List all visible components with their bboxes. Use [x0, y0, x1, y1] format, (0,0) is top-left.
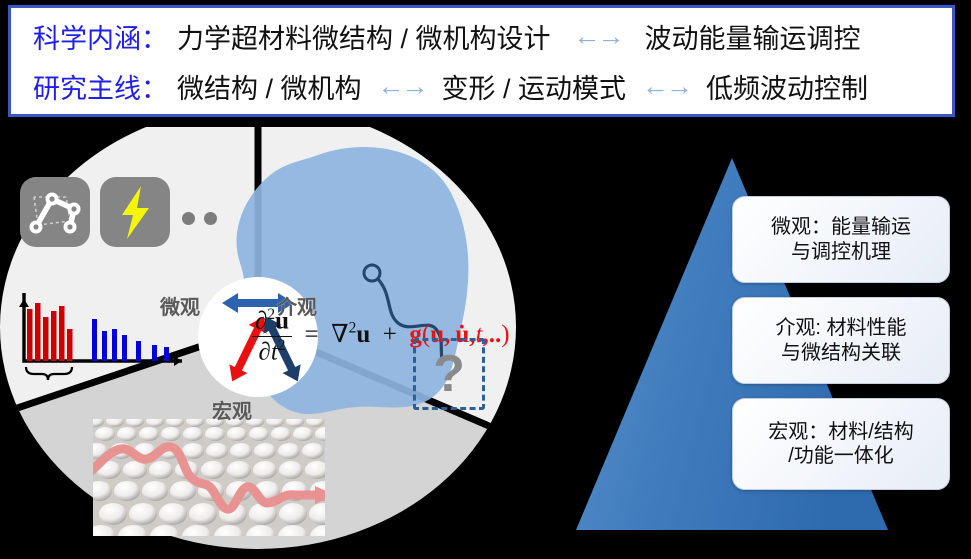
- header-row2-text-a: 微结构 / 微机构: [177, 73, 362, 104]
- header-row1-text-b: 波动能量输运调控: [644, 23, 861, 54]
- equation-laplacian: ∇2u: [331, 319, 371, 348]
- pyramid-level-micro[interactable]: 微观：能量输运 与调控机理: [732, 196, 950, 283]
- pyramid-level-meso[interactable]: 介观: 材料性能 与微结构关联: [732, 297, 950, 384]
- equation-forcing-term: g(u, u̇,t,..): [409, 320, 510, 348]
- pyramid-level-micro-sub: 与调控机理: [791, 240, 891, 263]
- two-dots-icon: [182, 212, 226, 226]
- arrow-meso-macro: [263, 316, 301, 382]
- research-pyramid: 微观：能量输运 与调控机理 介观: 材料性能 与微结构关联 宏观：材料/结构 /…: [558, 130, 971, 559]
- equation-fraction: ∂2u ∂t2: [252, 306, 293, 365]
- header-row-research-mainline: 研究主线： 微结构 / 微机构 ←→ 变形 / 运动模式 ←→ 低频波动控制: [11, 61, 952, 111]
- header-row1-label: 科学内涵：: [33, 23, 168, 54]
- header-panel: 科学内涵： 力学超材料微结构 / 微机构设计 ←→ 波动能量输运调控 研究主线：…: [8, 5, 955, 117]
- header-row2-text-b: 变形 / 运动模式: [441, 73, 627, 104]
- header-row1-text-a: 力学超材料微结构 / 微机构设计: [177, 23, 551, 54]
- pyramid-level-micro-title: 微观：能量输运: [771, 216, 911, 239]
- multiscale-circle-diagram: ∂2u ∂t2 = ∇2u + g(u, u̇,t,..) ? 微观 介观 宏观: [0, 127, 530, 559]
- wave-arrow: [93, 442, 325, 514]
- band-gap-bar-chart: [19, 293, 182, 381]
- honeycomb-lattice-photo: [93, 419, 325, 536]
- lightning-bolt-icon[interactable]: [100, 177, 170, 247]
- unknown-question-box[interactable]: ?: [413, 338, 485, 410]
- connector-curve: [376, 277, 444, 361]
- double-arrow-icon: ←→: [573, 20, 625, 51]
- connector-node-icon: [362, 263, 382, 283]
- pyramid-level-macro[interactable]: 宏观：材料/结构 /功能一体化: [732, 398, 950, 490]
- pyramid-level-macro-title: 宏观：材料/结构: [768, 420, 914, 443]
- double-arrow-icon: ←→: [377, 70, 429, 101]
- question-mark-icon: ?: [433, 345, 465, 403]
- pyramid-level-macro-sub: /功能一体化: [788, 445, 894, 467]
- pyramid-level-meso-sub: 与微结构关联: [781, 341, 901, 364]
- header-row-scientific-connotation: 科学内涵： 力学超材料微结构 / 微机构设计 ←→ 波动能量输运调控: [11, 11, 952, 61]
- header-row2-label: 研究主线：: [33, 73, 168, 104]
- arrow-micro-meso: [222, 293, 294, 313]
- hub-label-micro: 微观: [160, 297, 200, 319]
- hub-label-macro: 宏观: [212, 401, 252, 423]
- linkage-mechanism-icon[interactable]: [20, 177, 90, 247]
- double-arrow-icon: ←→: [642, 70, 693, 101]
- hub-label-meso: 介观: [277, 297, 317, 319]
- equation-equals: =: [298, 320, 325, 348]
- wave-equation: ∂2u ∂t2 = ∇2u + g(u, u̇,t,..): [252, 306, 510, 365]
- header-row2-text-c: 低频波动控制: [706, 73, 869, 104]
- arrow-micro-macro: [229, 316, 267, 382]
- pyramid-level-meso-title: 介观: 材料性能: [775, 317, 907, 340]
- equation-plus: +: [376, 320, 404, 348]
